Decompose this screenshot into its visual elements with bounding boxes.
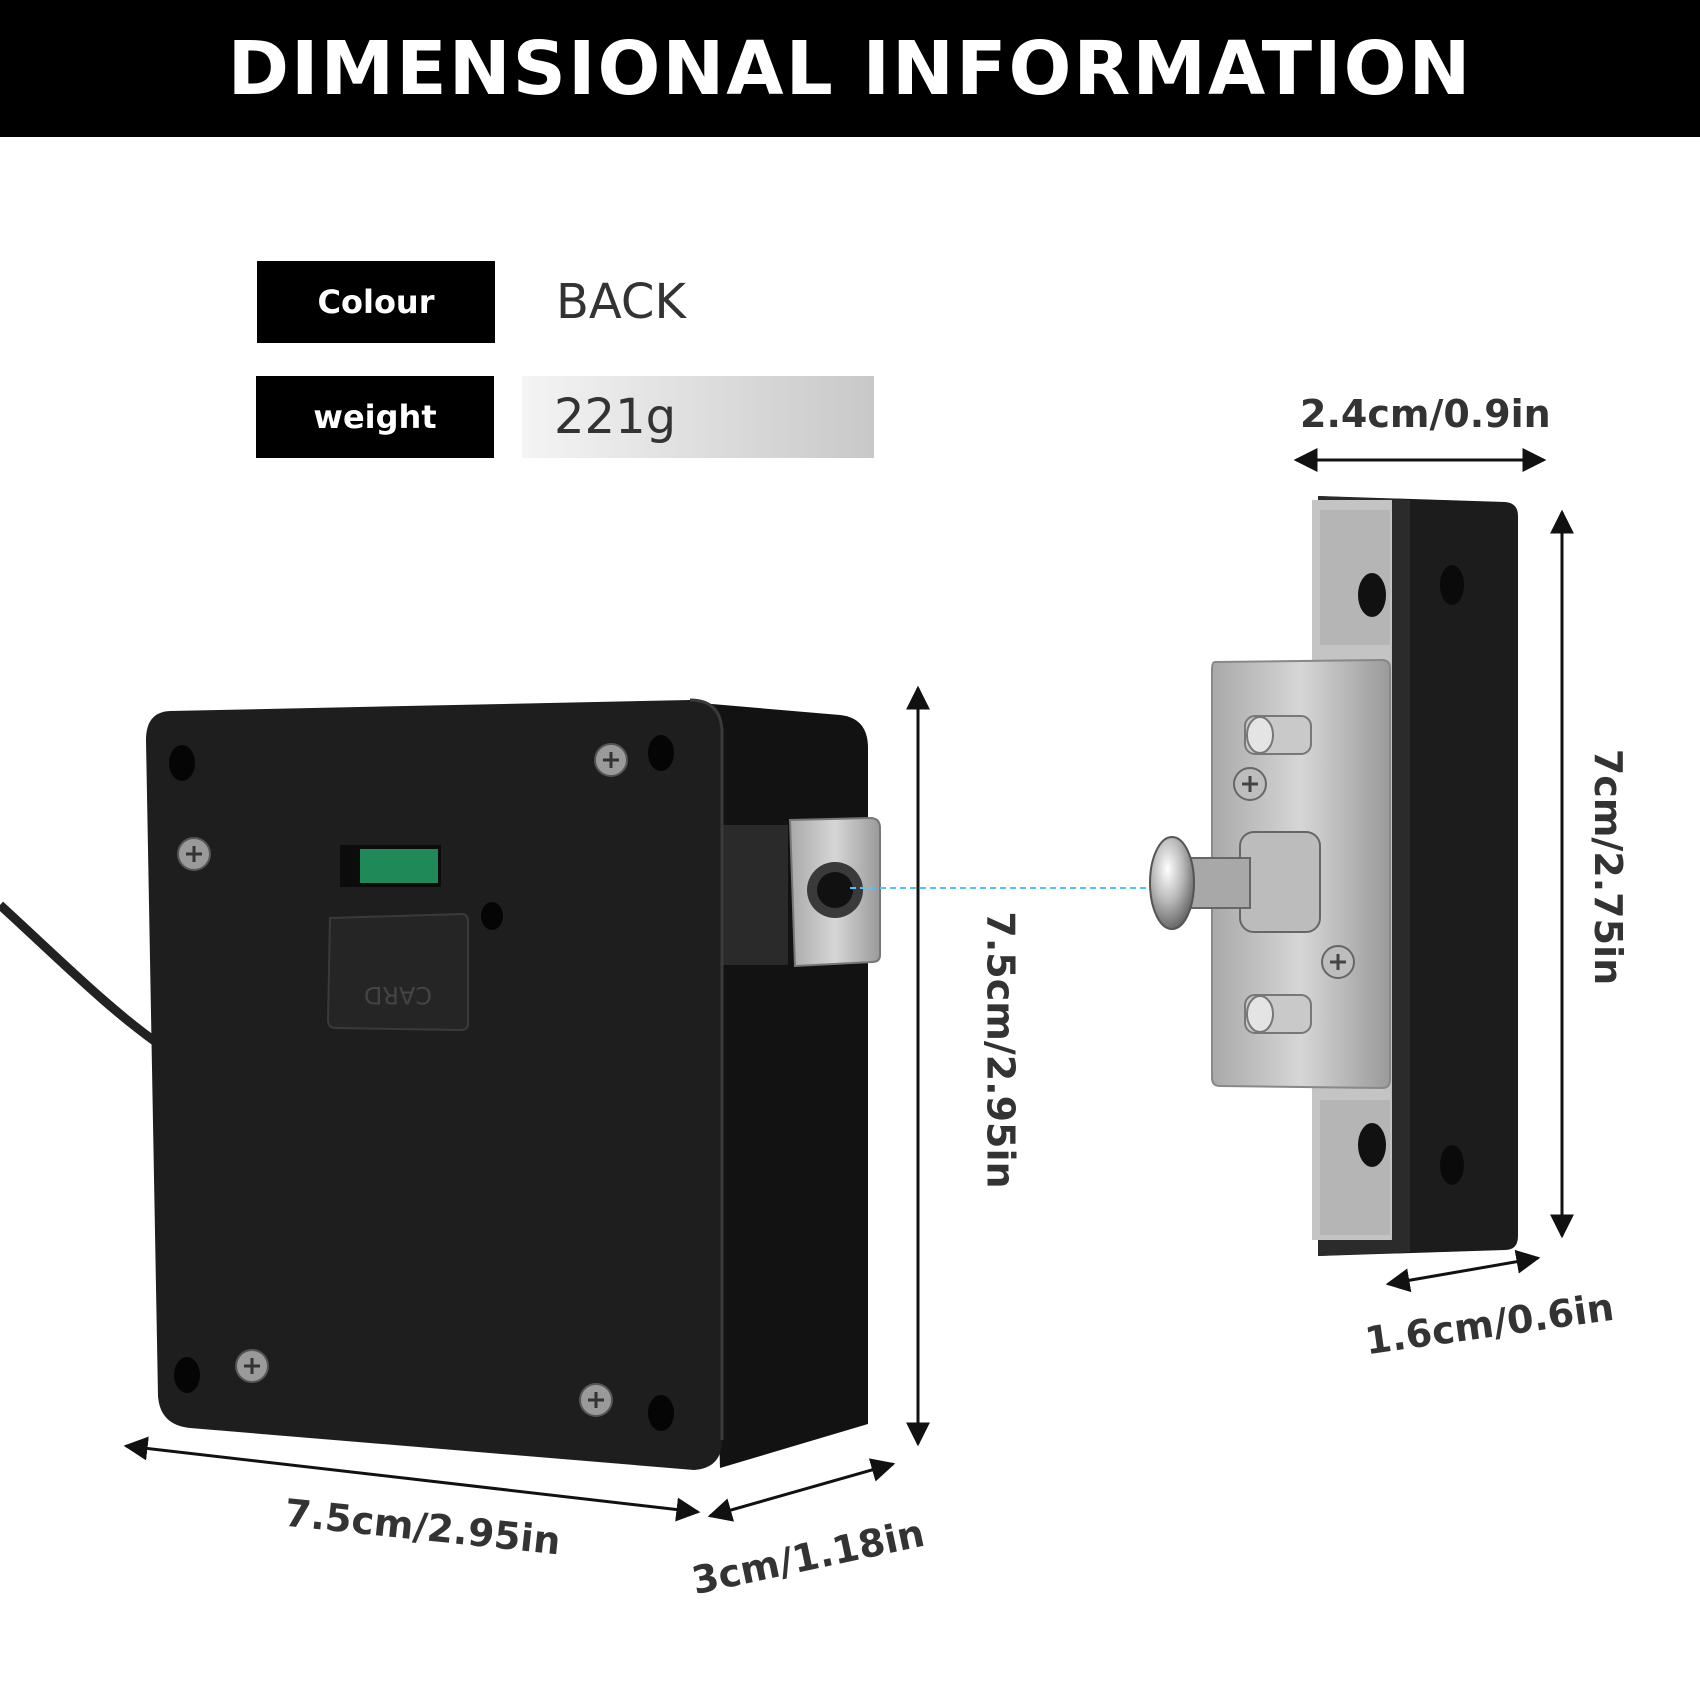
weight-value: 221g <box>522 376 874 458</box>
cable <box>0 901 163 1049</box>
colour-value: BACK <box>556 274 686 330</box>
colour-label: Colour <box>257 261 495 343</box>
lock-width-arrow <box>123 1436 701 1522</box>
lock-body: CARD <box>146 698 881 1470</box>
strike-width-label: 2.4cm/0.9in <box>1300 392 1551 436</box>
strike-depth-arrow <box>1385 1249 1541 1293</box>
weight-label: weight <box>256 376 494 458</box>
card-slot-label: CARD <box>364 981 432 1009</box>
strike-height-label: 7cm/2.75in <box>1586 748 1631 986</box>
header-banner: DIMENSIONAL INFORMATION <box>0 0 1700 137</box>
lock-depth-arrow <box>707 1458 896 1522</box>
lock-height-label: 7.5cm/2.95in <box>978 911 1023 1189</box>
strike-plate <box>1149 496 1518 1256</box>
page-title: DIMENSIONAL INFORMATION <box>227 25 1473 112</box>
